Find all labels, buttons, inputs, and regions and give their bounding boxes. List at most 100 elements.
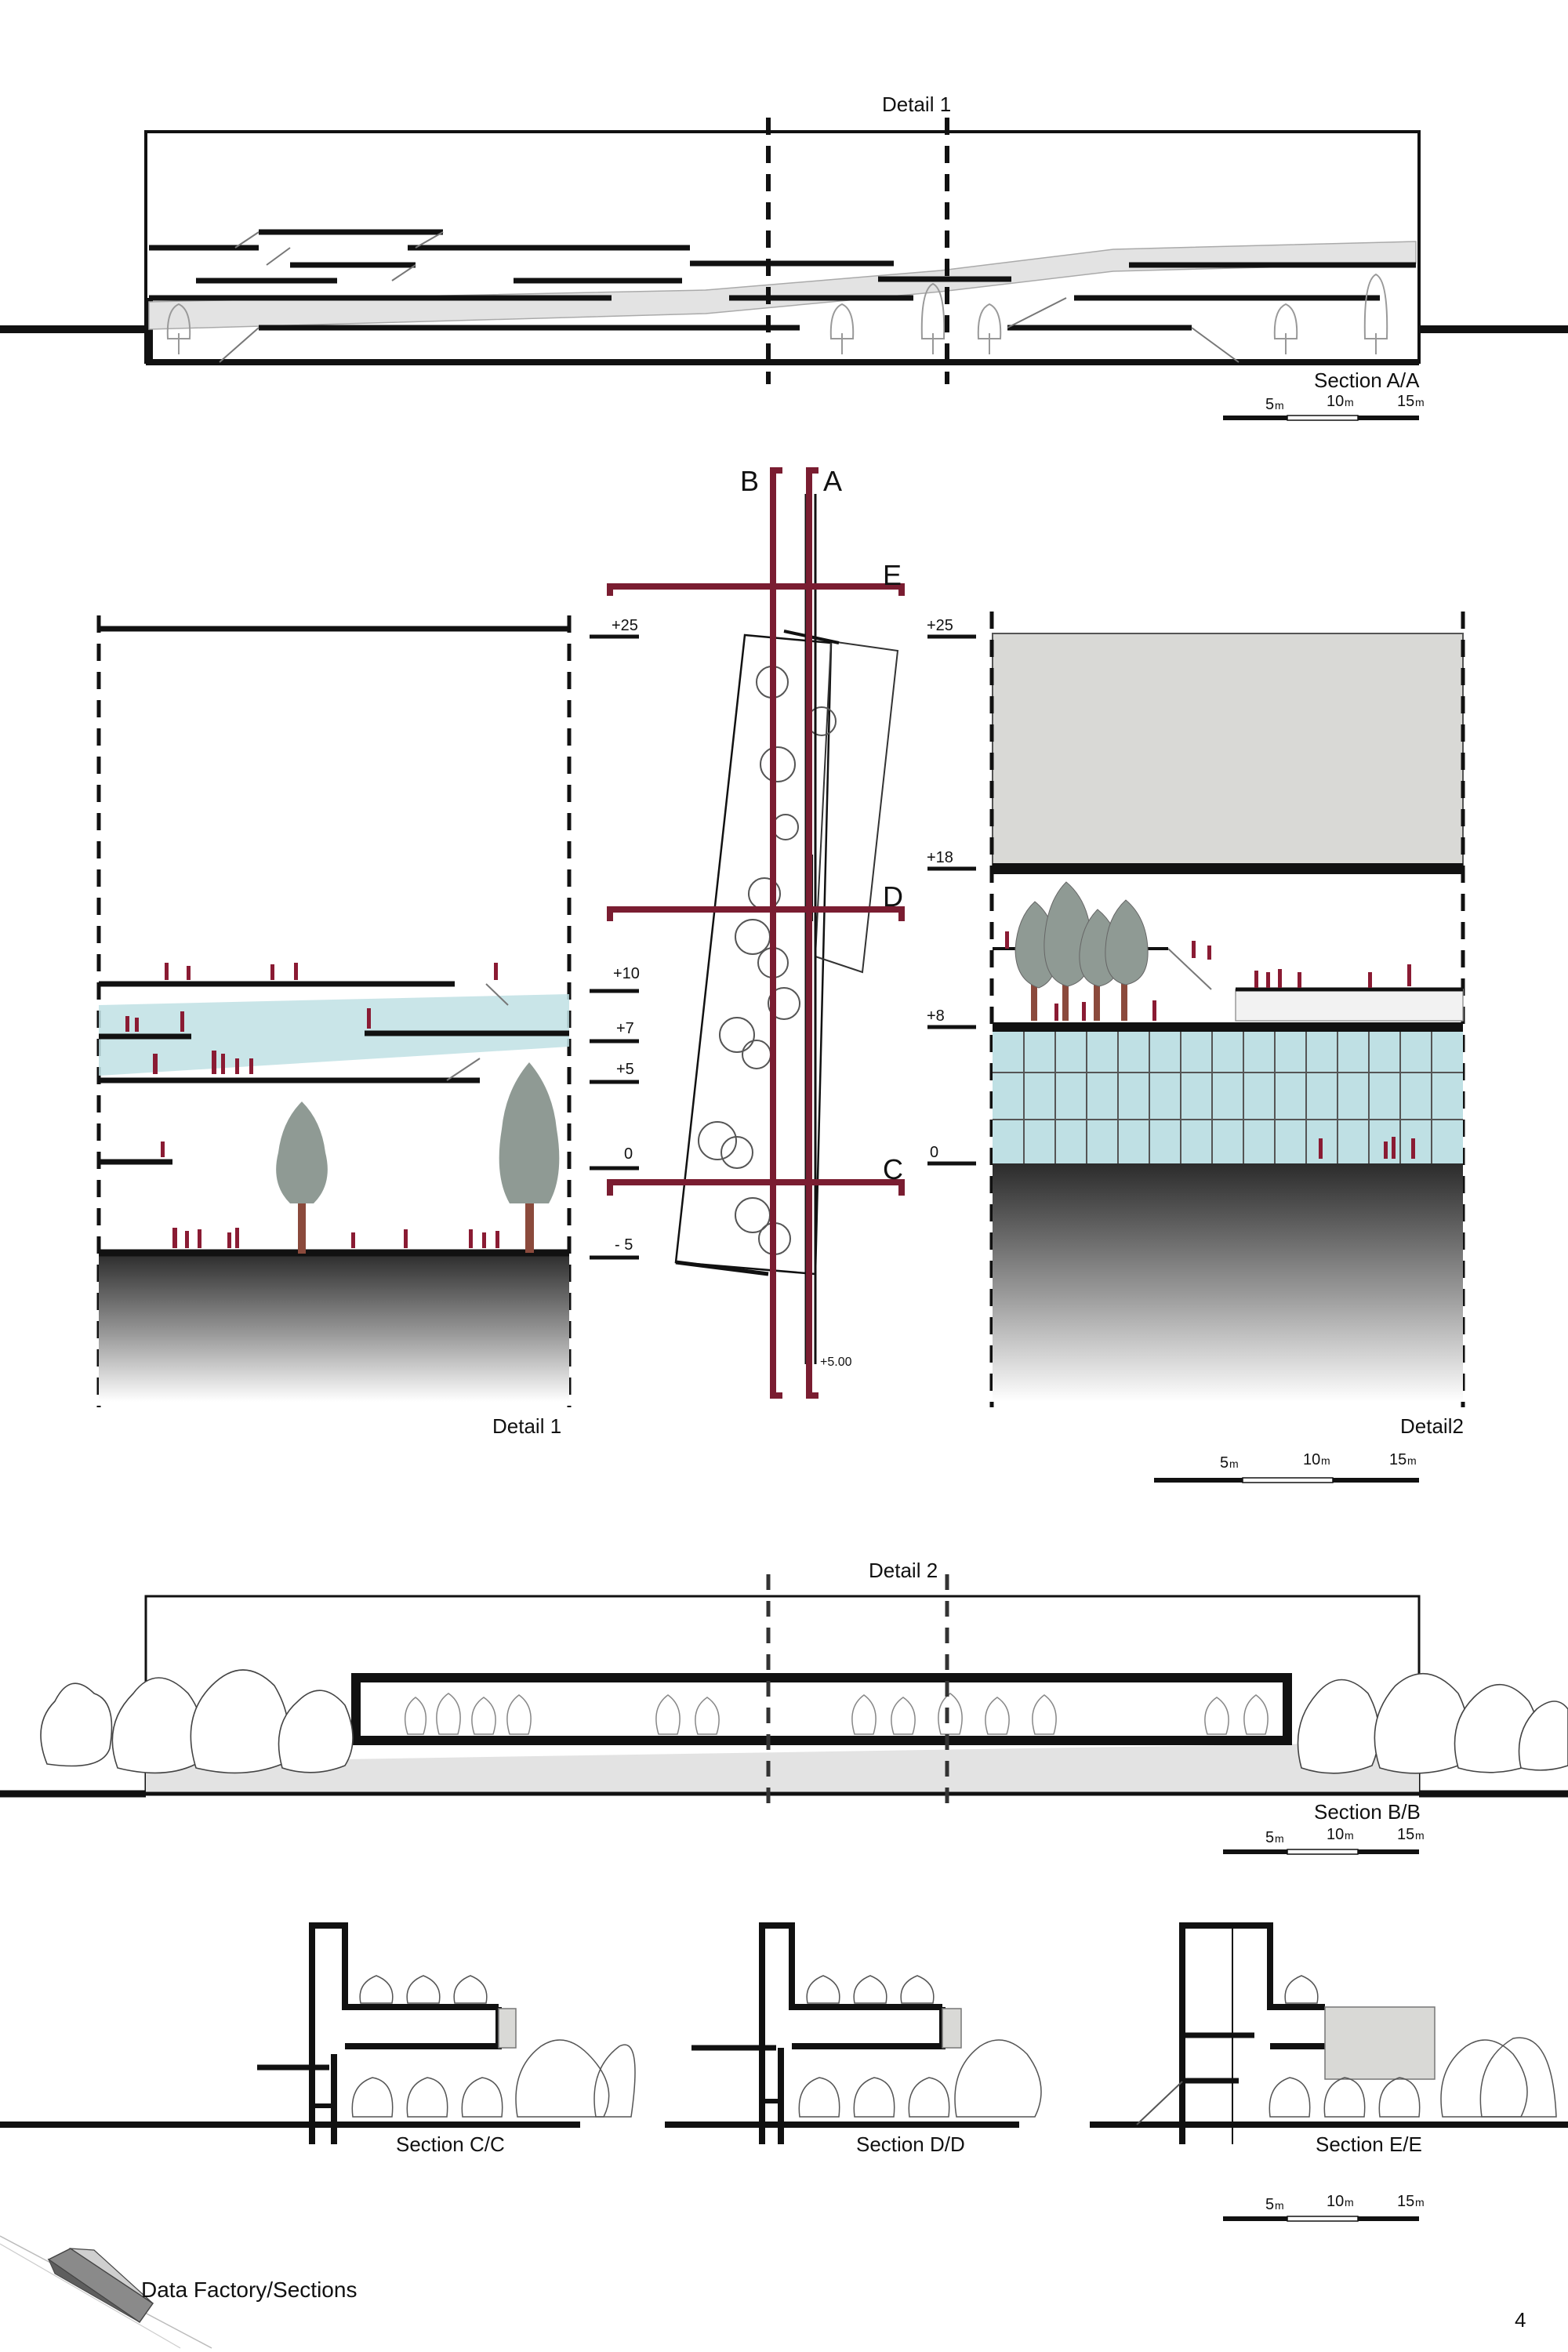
section-bb: Detail 2 Section B/B bbox=[0, 1559, 1568, 1824]
svg-text:m: m bbox=[1415, 1829, 1425, 1842]
detail2-level-18: +18 bbox=[927, 849, 953, 866]
section-aa-trees bbox=[166, 273, 1388, 354]
section-aa-slabs bbox=[149, 229, 1416, 331]
section-dd-title: Section D/D bbox=[856, 2132, 965, 2156]
plan-cut-label-c: C bbox=[883, 1153, 903, 1185]
svg-text:m: m bbox=[1229, 1457, 1239, 1470]
svg-text:15: 15 bbox=[1397, 393, 1414, 410]
plan-cut-b bbox=[770, 467, 782, 1399]
section-dd-glass bbox=[942, 2008, 962, 2049]
detail1-people bbox=[125, 963, 499, 1248]
section-aa-detail-tag: Detail 1 bbox=[882, 93, 951, 116]
svg-text:15: 15 bbox=[1397, 2193, 1414, 2210]
page-number: 4 bbox=[1515, 2308, 1526, 2332]
detail1-title: Detail 1 bbox=[492, 1414, 561, 1438]
section-dd-cantilever bbox=[792, 2007, 946, 2049]
section-aa: Detail 1 Section A/A bbox=[0, 93, 1568, 392]
section-aa-ramp bbox=[148, 241, 1417, 330]
svg-text:m: m bbox=[1407, 1454, 1417, 1467]
svg-text:m: m bbox=[1345, 2196, 1354, 2209]
detail1-level-25: +25 bbox=[612, 617, 638, 634]
section-dd: Section D/D bbox=[665, 1922, 1042, 2156]
detail1-level-minus5: - 5 bbox=[615, 1236, 633, 1254]
detail1-level-10: +10 bbox=[613, 965, 640, 982]
detail2-level-8: +8 bbox=[927, 1007, 945, 1025]
section-cc-glass bbox=[498, 2008, 517, 2049]
plan-cut-e bbox=[607, 583, 905, 596]
svg-text:5: 5 bbox=[1220, 1454, 1229, 1472]
svg-text:m: m bbox=[1275, 399, 1284, 412]
section-ee-trees bbox=[1269, 1975, 1557, 2118]
plan-cut-label-b: B bbox=[740, 465, 759, 497]
plan: B A E D C +5.00 bbox=[607, 465, 905, 1399]
detail2-level-25: +25 bbox=[927, 617, 953, 634]
detail2: Detail2 bbox=[989, 612, 1465, 1438]
plan-cut-label-e: E bbox=[883, 559, 902, 591]
section-aa-stairs bbox=[219, 231, 1240, 363]
detail1-ground bbox=[99, 1253, 569, 1402]
detail1-slabs bbox=[99, 981, 569, 1257]
detail2-concrete-volume bbox=[992, 633, 1464, 866]
svg-text:10: 10 bbox=[1327, 2193, 1344, 2210]
svg-text:m: m bbox=[1275, 1832, 1284, 1845]
svg-text:10: 10 bbox=[1327, 1826, 1344, 1843]
svg-text:m: m bbox=[1415, 396, 1425, 408]
detail2-terrace-steps bbox=[1235, 989, 1464, 1022]
detail1-level-0: 0 bbox=[624, 1145, 633, 1163]
footer-title: Data Factory/Sections bbox=[141, 2278, 357, 2302]
section-cc-title: Section C/C bbox=[396, 2132, 505, 2156]
svg-text:m: m bbox=[1321, 1454, 1330, 1467]
plan-cut-c bbox=[607, 1179, 905, 1196]
section-cc-trees bbox=[351, 1975, 636, 2118]
section-ee: Section E/E bbox=[1090, 1922, 1568, 2156]
section-bb-ground-fill bbox=[146, 1742, 1419, 1794]
section-ee-title: Section E/E bbox=[1316, 2132, 1422, 2156]
svg-text:15: 15 bbox=[1389, 1451, 1406, 1468]
section-ee-ramp bbox=[1136, 2081, 1183, 2125]
section-cc-core bbox=[309, 1922, 499, 2144]
svg-text:m: m bbox=[1345, 1829, 1354, 1842]
plan-cut-a bbox=[806, 467, 818, 1399]
detail1-level-marks: +25 +10 +7 +5 0 - 5 bbox=[590, 617, 640, 1260]
section-bb-outer-trees bbox=[40, 1669, 1568, 1774]
detail2-level-marks: +25 +18 +8 0 bbox=[927, 617, 976, 1166]
detail2-stair bbox=[1167, 948, 1212, 990]
detail2-trees bbox=[1014, 881, 1149, 1021]
svg-text:5: 5 bbox=[1265, 1829, 1274, 1846]
svg-text:5: 5 bbox=[1265, 396, 1274, 413]
svg-text:m: m bbox=[1415, 2196, 1425, 2209]
section-bb-tube bbox=[351, 1673, 1292, 1745]
detail1-level-5: +5 bbox=[616, 1061, 634, 1078]
svg-text:15: 15 bbox=[1397, 1826, 1414, 1843]
detail2-people bbox=[1005, 931, 1415, 1159]
detail1-level-7: +7 bbox=[616, 1020, 634, 1037]
detail2-mullions bbox=[993, 1027, 1463, 1163]
plan-cut-label-a: A bbox=[823, 465, 842, 497]
section-dd-trees bbox=[798, 1975, 1042, 2118]
plan-cut-d bbox=[607, 906, 905, 921]
section-bb-detail-tag: Detail 2 bbox=[869, 1559, 938, 1582]
detail1-stairs bbox=[446, 983, 509, 1081]
svg-text:5: 5 bbox=[1265, 2196, 1274, 2213]
detail1-trees bbox=[276, 1062, 560, 1254]
plan-cut-label-d: D bbox=[883, 880, 903, 913]
footer-logo-icon bbox=[0, 2235, 212, 2349]
detail2-title: Detail2 bbox=[1400, 1414, 1464, 1438]
detail2-ground bbox=[993, 1163, 1463, 1402]
detail2-glass-facade bbox=[993, 1027, 1463, 1163]
plan-elevation-note: +5.00 bbox=[820, 1356, 852, 1369]
detail1: Detail 1 bbox=[96, 615, 572, 1438]
section-cc-cantilever bbox=[345, 2007, 502, 2049]
plan-edge-bottom bbox=[675, 1260, 769, 1276]
svg-text:m: m bbox=[1345, 396, 1354, 408]
svg-text:10: 10 bbox=[1327, 393, 1344, 410]
svg-text:10: 10 bbox=[1303, 1451, 1320, 1468]
section-bb-title: Section B/B bbox=[1314, 1800, 1421, 1824]
svg-text:m: m bbox=[1275, 2199, 1284, 2212]
section-ee-glass bbox=[1324, 2006, 1436, 2080]
